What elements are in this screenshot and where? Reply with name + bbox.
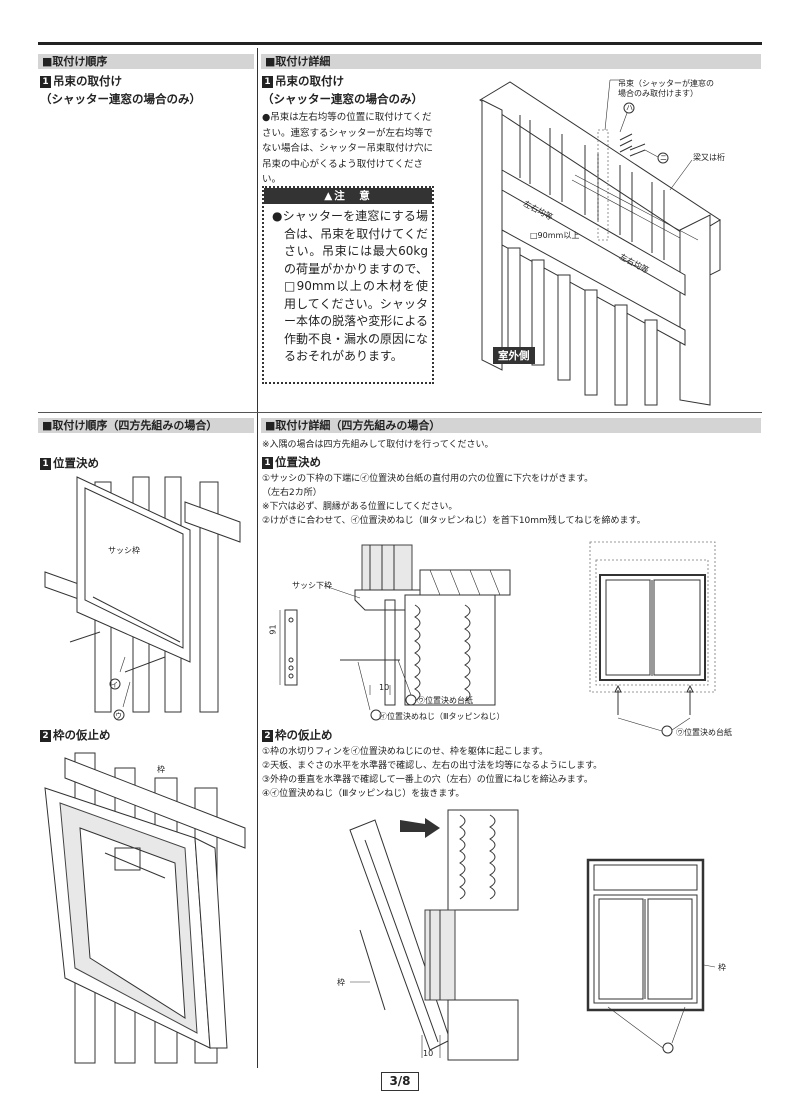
label-frame-tilt: 枠	[337, 978, 345, 987]
step-title-text: 位置決め	[53, 456, 99, 470]
step2-line-1: ①枠の水切りフィンを㋑位置決めねじにのせ、枠を躯体に起こします。	[262, 747, 548, 757]
step-subtitle: （シャッター連窓の場合のみ）	[40, 92, 201, 106]
label-dim10: 10	[379, 683, 390, 692]
step-title-text: 枠の仮止め	[275, 728, 333, 742]
label-ni: ニ	[660, 154, 667, 162]
step-title-text: 吊束の取付け	[53, 74, 122, 88]
elevation-diagram	[589, 541, 716, 737]
row-divider	[38, 412, 762, 413]
tsurizuka-diagram	[479, 79, 721, 406]
step-title-text: 吊束の取付け	[275, 74, 344, 88]
entry-note: ※入隅の場合は四方先組みして取付けを行ってください。	[262, 440, 494, 450]
label-ha: ハ	[626, 104, 633, 112]
step1-line-2: （左右2カ所）	[262, 488, 322, 498]
tilt-section-diagram	[349, 809, 519, 1061]
label-frame-elev: 枠	[718, 963, 726, 972]
label-tsurizuka-note: 場合のみ取付けます）	[618, 89, 698, 98]
step-number: 1	[40, 76, 51, 88]
step-number: 1	[262, 457, 273, 469]
label-dim91: 91	[268, 624, 278, 635]
caution-box: ▲注 意 ●シャッターを連窓にする場合は、吊束を取付けてください。吊束には最大6…	[262, 186, 434, 384]
positioning-diagram	[44, 476, 241, 721]
frame-elevation-diagram	[586, 858, 716, 1054]
step-title-text: 位置決め	[275, 455, 321, 469]
label-u: ウ	[115, 712, 122, 720]
step2-line-4: ④㋑位置決めねじ（Ⅲタッピンねじ）を抜きます。	[262, 789, 465, 799]
column-divider	[257, 48, 258, 1068]
label-size: □90mm以上	[530, 231, 580, 240]
step-number: 2	[40, 730, 51, 742]
label-tsurizuka: 吊束（シャッターが連窓の	[618, 79, 714, 88]
step-number: 1	[40, 458, 51, 470]
instruction-paragraph: ●吊束は左右均等の位置に取付けてください。連窓するシャッターが左右均等でない場合…	[262, 112, 434, 185]
step1-line-1: ①サッシの下枠の下端に㋑位置決め台紙の直付用の穴の位置に下穴をけがきます。	[262, 474, 594, 484]
step-number: 2	[262, 730, 273, 742]
section-header-order-four: ■取付け順序（四方先組みの場合）	[38, 418, 254, 433]
caution-body: ●シャッターを連窓にする場合は、吊束を取付けてください。吊束には最大60kgの荷…	[272, 209, 429, 363]
step-number: 1	[262, 76, 273, 88]
step2-line-3: ③外枠の垂直を水準器で確認して一番上の穴（左右）の位置にねじを締込みます。	[262, 775, 593, 785]
step-subtitle: （シャッター連窓の場合のみ）	[262, 92, 423, 106]
label-u-paper: ㋒位置決め台紙	[417, 696, 473, 705]
label-beam: 梁又は桁	[693, 153, 725, 162]
frame-fixing-diagram	[44, 752, 246, 1064]
section-header-detail: ■取付け詳細	[261, 54, 761, 69]
label-dim10-tilt: 10	[423, 1049, 434, 1058]
label-sash-frame: サッシ枠	[108, 546, 140, 555]
caution-title: ▲注 意	[264, 188, 432, 204]
label-i: イ	[111, 681, 118, 689]
section-header-order: ■取付け順序	[38, 54, 254, 69]
section-header-detail-four: ■取付け詳細（四方先組みの場合）	[261, 418, 761, 433]
step2-line-2: ②天板、まぐさの水平を水準器で確認し、左右の出寸法を均等になるようにします。	[262, 761, 603, 771]
step-title-text: 枠の仮止め	[53, 728, 111, 742]
step1-line-3: ※下穴は必ず、胴縁がある位置にしてください。	[262, 502, 458, 512]
label-sash-bottom: サッシ下枠	[292, 581, 332, 590]
label-u-paper2: ㋒位置決め台紙	[676, 728, 732, 737]
outside-badge: 室外側	[493, 347, 535, 364]
section-view-diagram	[279, 544, 511, 721]
page-number: 3/8	[381, 1072, 419, 1091]
label-frame: 枠	[157, 765, 165, 774]
label-i-screw: ㋑位置決めねじ（Ⅲタッピンねじ）	[379, 712, 505, 721]
step1-line-4: ②けがきに合わせて、㋑位置決めねじ（Ⅲタッピンねじ）を首下10mm残してねじを締…	[262, 516, 646, 526]
top-rule	[38, 42, 762, 45]
